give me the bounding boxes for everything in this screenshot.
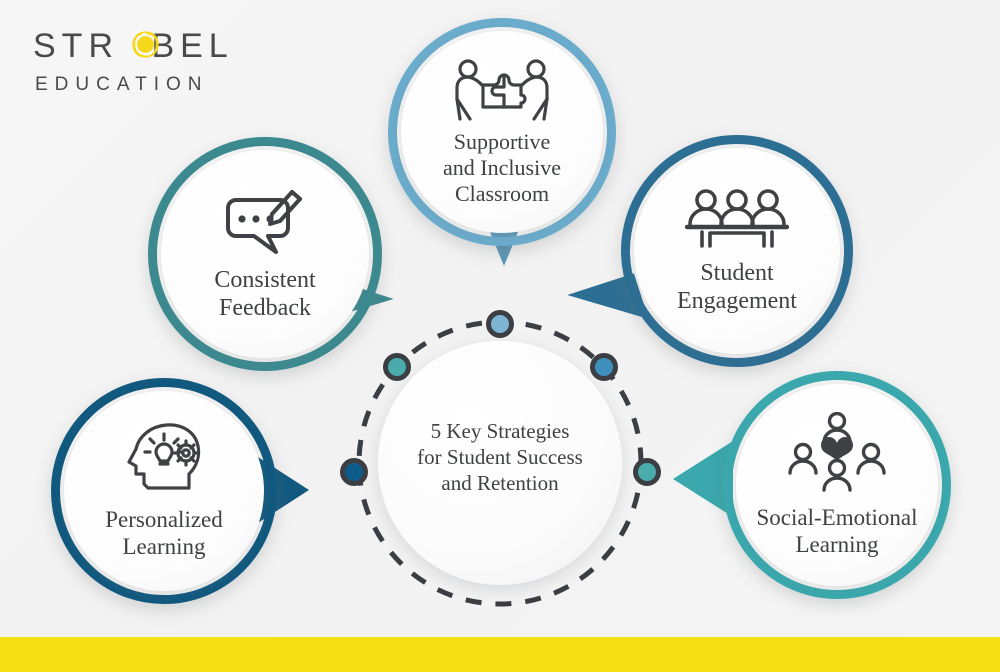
speech-bubble-pencil-icon — [226, 189, 302, 254]
node-consistent-feedback[interactable]: Consistent Feedback — [148, 137, 394, 371]
node-ring-personalized — [51, 378, 277, 604]
hub-dot-top[interactable] — [486, 310, 514, 338]
node-label-personalized: Personalized Learning — [105, 506, 223, 560]
hub-dot-left[interactable] — [340, 458, 368, 486]
hub-title-line-2: for Student Success — [417, 445, 583, 469]
node-ring-engagement — [621, 135, 853, 367]
node-label-feedback: Consistent Feedback — [214, 266, 315, 323]
node-label-engagement-line-2: Engagement — [677, 288, 797, 314]
sun-icon — [132, 31, 159, 58]
node-label-personalized-line-1: Personalized — [105, 506, 223, 532]
node-face-personalized: Personalized Learning — [64, 391, 264, 591]
hub-title: 5 Key Strategies for Student Success and… — [378, 418, 622, 496]
node-label-feedback-line-1: Consistent — [214, 266, 316, 293]
node-label-supportive-line-3: Classroom — [454, 180, 550, 206]
hub-title-line-1: 5 Key Strategies — [430, 419, 570, 443]
people-heart-icon — [788, 411, 886, 492]
head-lightbulb-gear-icon — [127, 423, 201, 490]
node-face-supportive: Supportive and Inclusive Classroom — [401, 31, 603, 233]
brand-name-bottom: EDUCATION — [35, 74, 209, 95]
hub-disc — [378, 341, 622, 585]
node-label-personalized-line-2: Learning — [122, 534, 206, 559]
node-label-sel-line-1: Social-Emotional — [756, 504, 918, 530]
node-ring-feedback — [148, 137, 382, 371]
node-label-engagement-line-1: Student — [700, 259, 774, 286]
node-face-sel: Social-Emotional Learning — [736, 384, 938, 586]
node-personalized-learning[interactable]: Personalized Learning — [51, 378, 309, 604]
footer-accent-bar — [0, 637, 1000, 672]
node-label-supportive-line-2: and Inclusive — [443, 155, 561, 181]
node-ring-sel — [723, 371, 951, 599]
node-label-sel-line-2: Learning — [795, 532, 879, 557]
brand-name-top-part-b: BEL — [151, 27, 234, 65]
center-hub: 5 Key Strategies for Student Success and… — [340, 308, 661, 618]
hub-title-line-3: and Retention — [441, 471, 559, 495]
node-label-sel: Social-Emotional Learning — [757, 504, 918, 558]
node-label-supportive-line-1: Supportive — [453, 129, 551, 155]
brand-name-top: STROBEL — [33, 27, 234, 66]
node-label-feedback-line-2: Feedback — [219, 295, 311, 321]
people-puzzle-icon — [455, 59, 549, 121]
node-face-feedback: Consistent Feedback — [161, 150, 369, 358]
node-supportive-inclusive-classroom[interactable]: Supportive and Inclusive Classroom — [388, 18, 616, 266]
hub-dot-upper-left[interactable] — [383, 353, 411, 381]
brand-name-top-part-a: STR — [33, 27, 119, 65]
hub-dot-upper-right[interactable] — [590, 353, 618, 381]
node-label-supportive: Supportive and Inclusive Classroom — [443, 129, 561, 207]
node-social-emotional-learning[interactable]: Social-Emotional Learning — [673, 371, 951, 599]
people-at-desk-icon — [685, 188, 789, 248]
brand-logo: STROBEL EDUCATION — [33, 27, 263, 99]
hub-dot-right[interactable] — [633, 458, 661, 486]
node-ring-supportive — [388, 18, 616, 246]
node-label-engagement: Student Engagement — [677, 259, 797, 316]
node-student-engagement[interactable]: Student Engagement — [567, 135, 853, 367]
node-face-engagement: Student Engagement — [634, 148, 840, 354]
